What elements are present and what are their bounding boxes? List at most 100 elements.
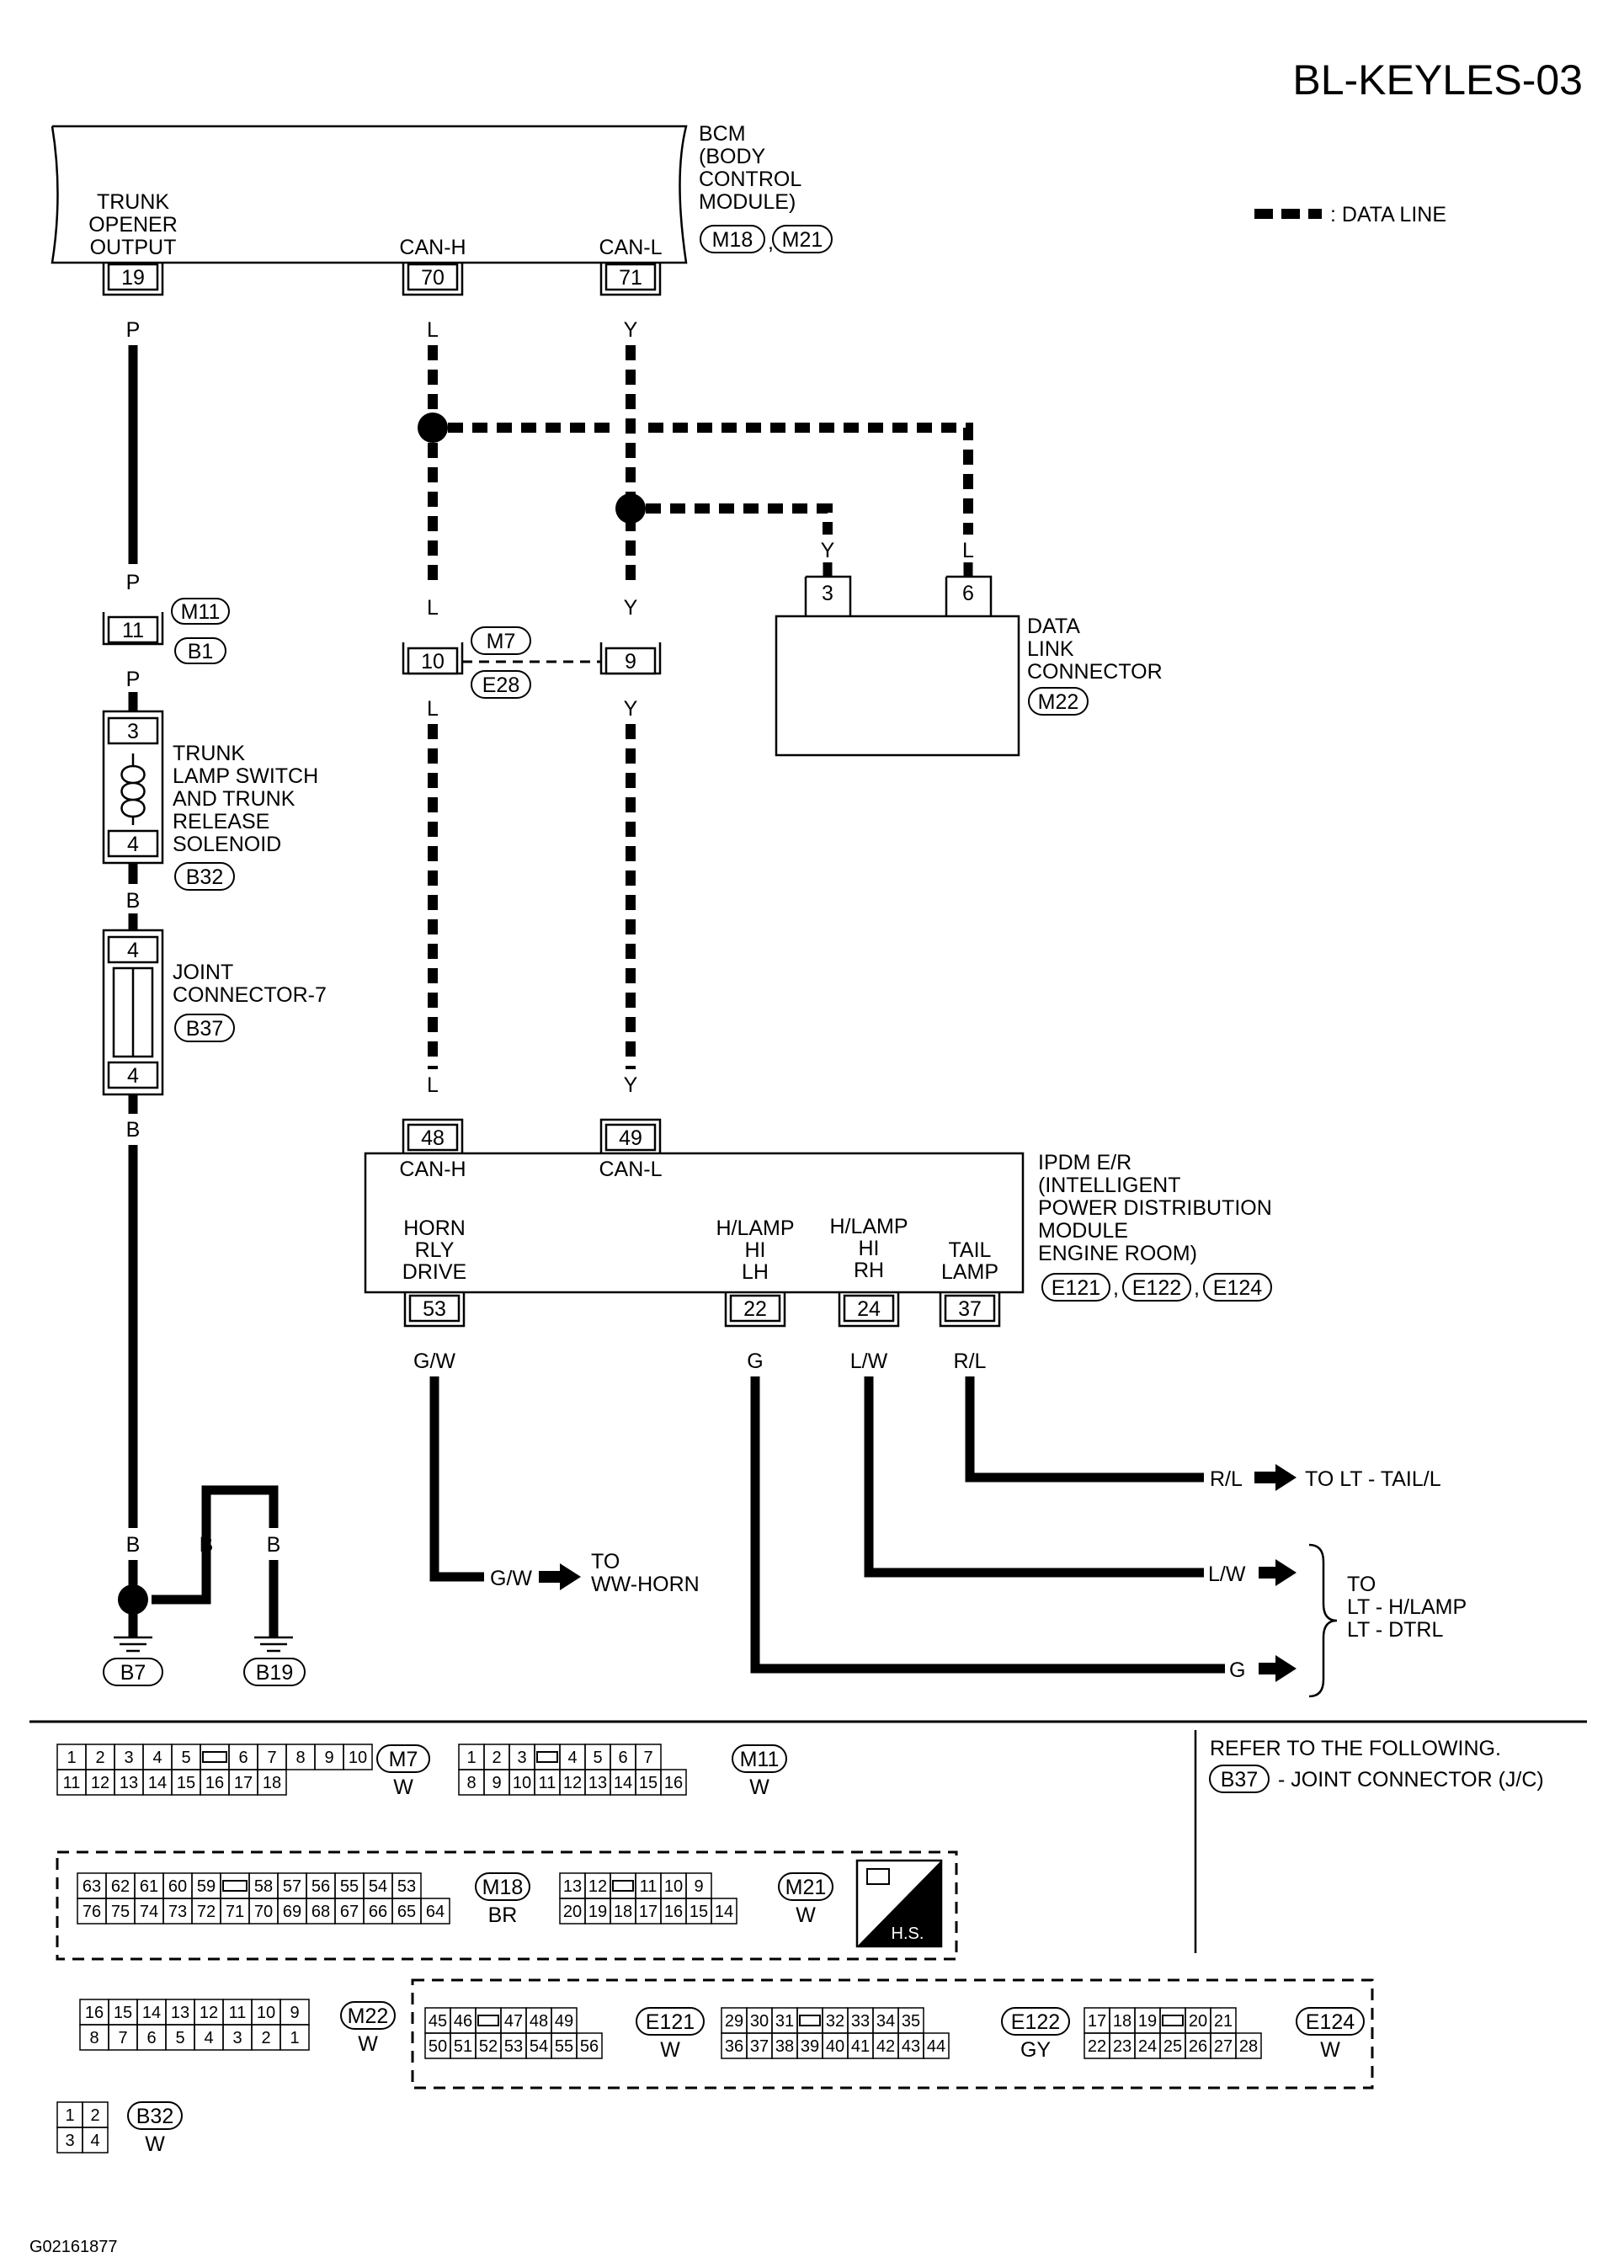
connector-cell — [1159, 2007, 1186, 2034]
bcm-label-3: CONTROL — [699, 168, 801, 191]
arrow-ww-horn-icon — [539, 1563, 581, 1590]
connector-pin-number: 41 — [851, 2037, 870, 2056]
wire-color-l-4: L — [427, 697, 439, 721]
figure-id: G02161877 — [29, 2238, 118, 2256]
splice-dot-canh — [418, 413, 448, 443]
joint-connector-label-2: CONNECTOR-7 — [173, 983, 327, 1007]
connector-pin-number: 17 — [234, 1774, 253, 1792]
connector-tag-label: E124 — [1306, 2010, 1355, 2034]
connector-pin-number: 10 — [257, 2004, 275, 2022]
ipdm-horn-label-2: RLY — [415, 1238, 455, 1262]
connector-pin-number: 25 — [1163, 2037, 1182, 2056]
connector-pin-number: 16 — [205, 1774, 224, 1792]
refer-line-1: REFER TO THE FOLLOWING. — [1210, 1737, 1501, 1760]
ipdm-label-3: POWER DISTRIBUTION — [1038, 1196, 1272, 1220]
connector-cell — [923, 2032, 950, 2059]
connector-pin-number: 39 — [801, 2037, 819, 2056]
pin-b37-bottom-label: 4 — [127, 1064, 139, 1088]
splice-dot-ground — [118, 1584, 148, 1615]
dest-lt-hlamp-2: LT - H/LAMP — [1347, 1595, 1467, 1619]
connector-pin-number: 14 — [614, 1774, 632, 1792]
connector-pin-number: 54 — [369, 1877, 387, 1896]
connector-cell — [200, 1744, 230, 1770]
connector-pin-number: 65 — [397, 1903, 416, 1921]
connector-pin-number: 63 — [83, 1877, 101, 1896]
dest-lt-hlamp-1: TO — [1347, 1573, 1376, 1596]
wire-color-y-1: Y — [624, 318, 638, 342]
wire-color-y-3: Y — [624, 596, 638, 620]
pin-bcm-71: 71 — [599, 263, 662, 296]
wire-color-lw-1: L/W — [850, 1350, 888, 1373]
connector-pin-number: 4 — [567, 1749, 577, 1767]
ipdm-hrh-label-3: RH — [854, 1259, 884, 1282]
connector-pin-number: 10 — [513, 1774, 531, 1792]
connector-cell — [576, 2032, 603, 2059]
pin-ipdm-24-label: 24 — [857, 1297, 881, 1321]
pin-ipdm-48: 48 — [402, 1118, 464, 1153]
bcm-label-1: BCM — [699, 122, 746, 146]
bcm-trunk-label-3: OUTPUT — [90, 236, 177, 259]
connector-pin-number: 11 — [229, 2004, 247, 2022]
connector-pin-number: 12 — [588, 1877, 607, 1896]
connector-pin-number: 9 — [290, 2004, 299, 2022]
connector-pin-number: 40 — [826, 2037, 844, 2056]
ipdm-module: CAN-H CAN-L HORN RLY DRIVE H/LAMP HI LH … — [364, 1151, 1272, 1302]
connector-pin-number: 20 — [563, 1903, 582, 1921]
bcm-connector-m18-label: M18 — [712, 228, 753, 252]
connector-pin-number: 7 — [643, 1749, 652, 1767]
ground-b19: B19 — [243, 1636, 306, 1686]
pin-bcm-19-label: 19 — [121, 266, 145, 290]
trunk-solenoid-label-3: AND TRUNK — [173, 787, 296, 811]
connector-pin-number: 11 — [63, 1774, 81, 1792]
wire-color-b-3: B — [126, 1533, 141, 1557]
connector-pin-number: 45 — [429, 2012, 447, 2031]
joint-connector-label-1: JOINT — [173, 961, 233, 984]
bcm-canh-label: CAN-H — [399, 236, 466, 259]
connector-pin-number: 6 — [238, 1749, 248, 1767]
connector-pin-number: 56 — [580, 2037, 599, 2056]
connector-pin-number: 33 — [851, 2012, 870, 2031]
connector-pin-number: 74 — [140, 1903, 158, 1921]
connector-pin-number: 69 — [283, 1903, 301, 1921]
wire-color-b-4: B — [200, 1533, 214, 1557]
connector-e28: E28 — [471, 670, 531, 699]
splice-dot-canl — [615, 493, 646, 524]
connector-cell — [660, 1769, 687, 1796]
ground-b7-label: B7 — [120, 1661, 146, 1685]
connector-color-label: BR — [488, 1903, 518, 1927]
connector-pin-number: 29 — [725, 2012, 743, 2031]
connector-pin-number: 8 — [296, 1749, 305, 1767]
ipdm-tail-label-2: LAMP — [941, 1260, 998, 1284]
solenoid-coil-icon — [120, 753, 135, 825]
wire-color-p-2: P — [126, 571, 141, 594]
connector-pin-number: 53 — [397, 1877, 416, 1896]
connector-pin-number: 18 — [614, 1903, 632, 1921]
connector-pin-number: 35 — [902, 2012, 920, 2031]
connector-pin-number: 2 — [95, 1749, 104, 1767]
pin-bcm-19: 19 — [102, 263, 164, 296]
refer-connector: B37 — [1221, 1768, 1258, 1792]
connector-pin-number: 3 — [517, 1749, 526, 1767]
connector-pin-number: 14 — [715, 1903, 733, 1921]
connector-pin-number: 9 — [492, 1774, 501, 1792]
brace-lt-hlamp — [1308, 1543, 1338, 1698]
data-line-canl-to-dlc — [646, 503, 833, 535]
connector-pin-number: 5 — [181, 1749, 190, 1767]
pin-b32-4-label: 4 — [127, 833, 139, 856]
connector-cell — [534, 1744, 561, 1770]
wire-rl — [965, 1376, 1204, 1483]
ipdm-horn-label-3: DRIVE — [402, 1260, 466, 1284]
connector-e28-label: E28 — [482, 673, 519, 697]
connector-pin-number: 30 — [750, 2012, 769, 2031]
connector-pin-number: 12 — [91, 1774, 109, 1792]
connector-pin-number: 50 — [429, 2037, 447, 2056]
connector-pin-number: 22 — [1088, 2037, 1106, 2056]
connector-color-label: W — [393, 1776, 413, 1799]
connector-pin-number: 15 — [114, 2004, 132, 2022]
connector-pin-number: 3 — [65, 2132, 74, 2150]
connector-pin-number: 56 — [311, 1877, 330, 1896]
wire-color-gw-1: G/W — [413, 1350, 455, 1373]
bcm-label-4: MODULE) — [699, 190, 796, 214]
